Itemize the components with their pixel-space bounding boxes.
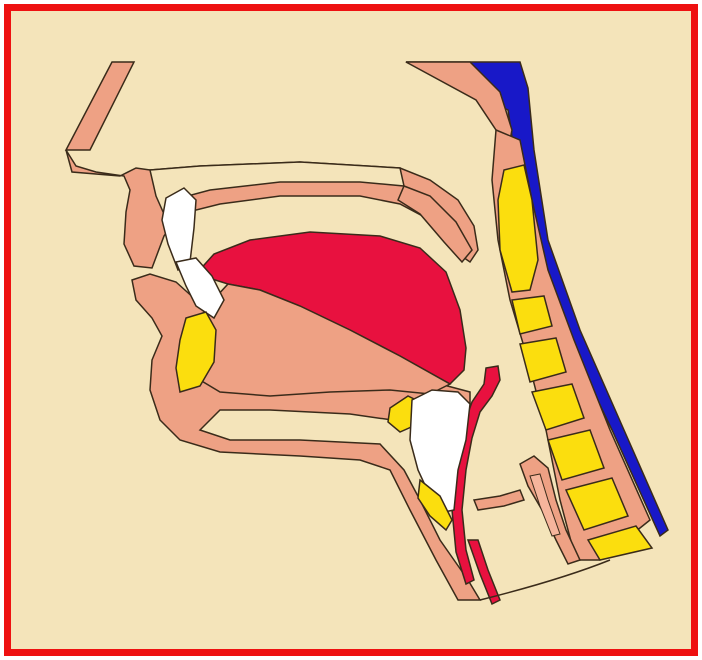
nose-bridge <box>66 62 134 150</box>
vocal-fold <box>474 490 524 510</box>
diagram-frame <box>4 4 698 656</box>
neck-cut-line <box>480 560 610 600</box>
vocal-tract-sagittal-diagram <box>4 4 698 656</box>
upper-teeth <box>162 188 196 270</box>
